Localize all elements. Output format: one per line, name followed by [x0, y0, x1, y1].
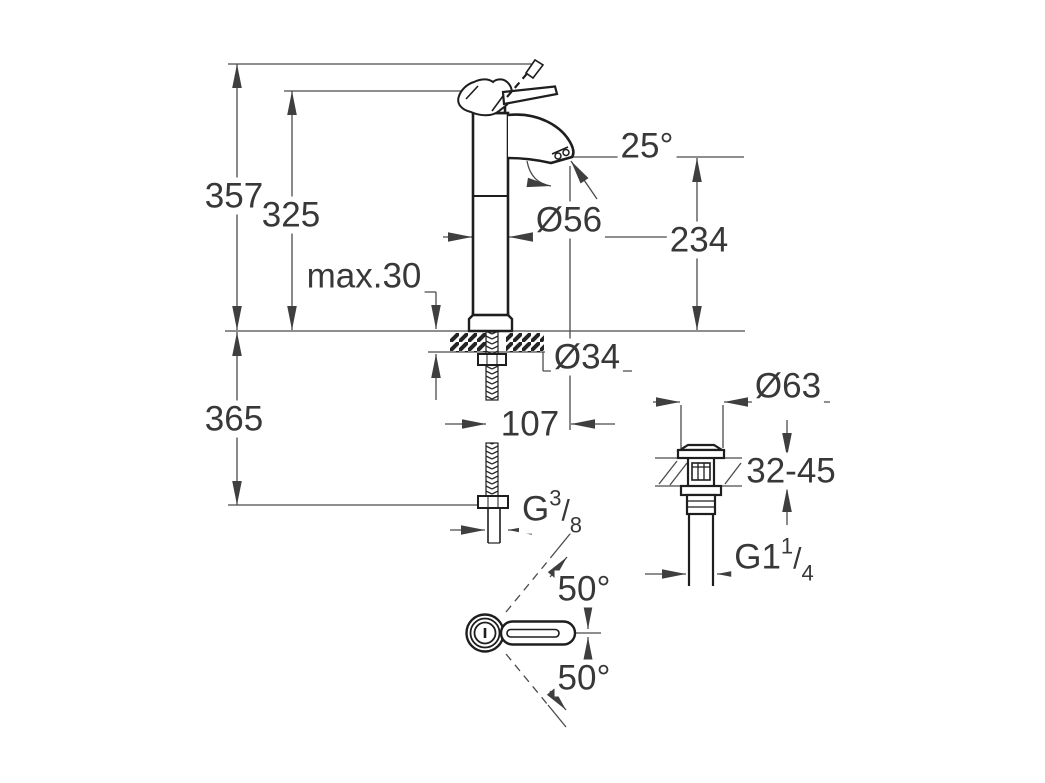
lever-knob-inner-stroke-2 — [491, 95, 504, 112]
dim-label-o34: Ø34 — [550, 338, 624, 376]
dim-label-max30: max.30 — [303, 257, 425, 295]
swing-50-top-ext — [551, 528, 575, 557]
handle-lever-slot — [506, 628, 560, 638]
spout-fill — [508, 114, 574, 163]
drain-ribbed-section — [685, 493, 717, 516]
drain-slot-detail — [691, 462, 711, 481]
dim-label-107: 107 — [497, 405, 563, 443]
drain-valve-side-view — [676, 443, 726, 586]
drain-hatch-2 — [669, 462, 688, 486]
aerator-rim — [551, 146, 569, 155]
spout-swivel-arrow — [526, 160, 552, 188]
lever-knob-inner-stroke-1 — [465, 85, 479, 100]
dim-label-50deg-top: 50° — [554, 570, 614, 608]
dim-label-o63: Ø63 — [751, 367, 825, 405]
hose-braided-lower — [485, 442, 499, 498]
dim-label-50deg-bottom: 50° — [554, 659, 614, 697]
aerator-hole-1 — [554, 152, 562, 160]
deck-hatch-right — [506, 333, 544, 352]
hose-hex-fitting — [477, 495, 509, 509]
dim-label-325: 325 — [258, 196, 324, 234]
drain-cap-brim — [676, 448, 726, 460]
dim-label-357: 357 — [201, 177, 267, 215]
dim-label-234: 234 — [666, 221, 732, 259]
faucet-side-view — [450, 58, 575, 544]
mounting-nut — [477, 353, 507, 366]
dim-label-o56: Ø56 — [532, 201, 606, 239]
dim-label-g38: G3/8 — [518, 487, 586, 536]
swing-50-top-dashed — [505, 555, 553, 613]
dim-label-365: 365 — [201, 400, 267, 438]
spout-outline — [507, 113, 575, 165]
faucet-body — [471, 111, 510, 317]
handle-ring-middle — [469, 617, 501, 649]
swing-50-top-arrow — [547, 556, 568, 579]
dim-label-g114: G11/4 — [731, 535, 817, 584]
swing-50-bottom-ext — [547, 704, 567, 728]
drain-hatch-3 — [724, 462, 742, 485]
aerator-hole-2 — [562, 148, 570, 157]
deck-hatch-left — [450, 333, 486, 352]
drain-flange — [679, 484, 723, 497]
lever-raised-tip — [524, 58, 545, 80]
dim-label-32-45: 32-45 — [743, 452, 839, 490]
swing-50-bottom-dashed — [505, 653, 549, 706]
drain-hatch-1 — [658, 460, 678, 485]
lever-knob-sketch — [457, 78, 513, 117]
handle-ring-inner — [473, 621, 497, 645]
swing-50-bottom-arrow — [546, 688, 567, 711]
lever-handle — [501, 85, 559, 106]
handle-top-view — [465, 613, 577, 653]
angle-25-arrow — [570, 160, 598, 200]
dim-label-25deg: 25° — [617, 127, 677, 165]
handle-lever-topview — [499, 620, 577, 646]
